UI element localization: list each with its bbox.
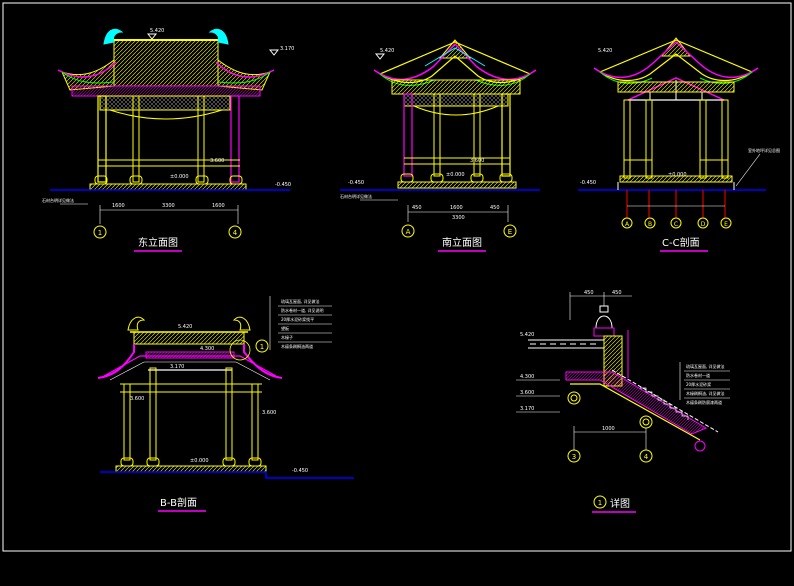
- detail-axis-4: 4: [644, 453, 649, 461]
- svg-text:木椽子: 木椽子: [281, 334, 293, 340]
- south-elevation: 5.420 3.600 ±0.000 -0.450 石材台明详见做法 450 1…: [340, 39, 540, 252]
- svg-text:450: 450: [584, 290, 594, 296]
- svg-text:4.300: 4.300: [520, 374, 534, 380]
- ridge-ornament-right: [208, 28, 229, 45]
- svg-text:-0.450: -0.450: [580, 180, 596, 186]
- svg-text:琉璃瓦屋面, 详见做法: 琉璃瓦屋面, 详见做法: [686, 363, 725, 369]
- detail-callout-number: 1: [260, 343, 264, 351]
- east-axis-4: 4: [233, 229, 238, 237]
- ridge-ornament-left: [103, 28, 124, 45]
- svg-text:望板: 望板: [281, 325, 289, 331]
- svg-text:A: A: [625, 221, 630, 228]
- svg-text:1600: 1600: [450, 205, 463, 211]
- svg-text:20厚水泥砂浆: 20厚水泥砂浆: [686, 381, 711, 387]
- svg-text:防水卷材一道: 防水卷材一道: [686, 372, 710, 378]
- svg-text:3.170: 3.170: [520, 406, 534, 412]
- south-elevation-title: 南立面图: [442, 236, 482, 249]
- svg-text:±0.000: ±0.000: [190, 458, 209, 464]
- svg-text:3.600: 3.600: [262, 410, 276, 416]
- section-bb: 5.420 4.300 3.170 3.600 3.600 ±0.000 -0.…: [97, 296, 354, 512]
- svg-text:±0.000: ±0.000: [446, 172, 465, 178]
- svg-text:1000: 1000: [602, 426, 615, 432]
- detail-title: 详图: [610, 497, 630, 510]
- east-axis-1: 1: [98, 229, 102, 237]
- svg-text:5.420: 5.420: [380, 48, 394, 54]
- section-bb-title: B-B剖面: [160, 496, 197, 509]
- section-cc-note: 室外地坪详见总图: [748, 147, 780, 153]
- east-beam-elev: 3.600: [210, 158, 224, 164]
- east-floor-elev: ±0.000: [170, 174, 189, 180]
- svg-text:3.170: 3.170: [170, 364, 184, 370]
- svg-text:4.300: 4.300: [200, 346, 214, 352]
- detail-1: 450 450 5.420 4.300 3.600 3.170: [516, 290, 730, 513]
- south-total-dim: 3300: [452, 215, 465, 221]
- south-callout: 石材台明详见做法: [340, 193, 372, 199]
- svg-text:-0.450: -0.450: [348, 180, 364, 186]
- detail-axis-3: 3: [572, 453, 576, 461]
- east-callout: 石材台明详见做法: [42, 197, 74, 203]
- svg-text:木椽刷桐油, 详见做法: 木椽刷桐油, 详见做法: [686, 390, 725, 396]
- section-cc: 5.420 -0.450 ±0.000 室外地坪详见总图 A B C D E C…: [578, 37, 780, 252]
- svg-text:防水卷材一道, 详见说明: 防水卷材一道, 详见说明: [281, 307, 324, 313]
- svg-text:20厚水泥砂浆找平: 20厚水泥砂浆找平: [281, 316, 314, 322]
- east-ridge-elev: 5.420: [150, 28, 164, 34]
- east-ground-elev: -0.450: [275, 182, 291, 188]
- section-cc-title: C-C剖面: [662, 236, 700, 249]
- east-elevation: 5.420 3.170 3.600 ±0.000 -0.450 石材台明详见做法…: [42, 28, 294, 252]
- sheet-frame: [2, 2, 792, 552]
- detail-notes: 琉璃瓦屋面, 详见做法 防水卷材一道 20厚水泥砂浆 木椽刷桐油, 详见做法 木…: [684, 363, 730, 405]
- svg-text:D: D: [701, 221, 706, 228]
- svg-text:5.420: 5.420: [178, 324, 192, 330]
- svg-text:木檩条刷桐油两道: 木檩条刷桐油两道: [281, 343, 313, 349]
- svg-text:B: B: [648, 221, 652, 228]
- svg-text:3.600: 3.600: [470, 158, 484, 164]
- axis-bubble: [228, 225, 242, 239]
- svg-text:-0.450: -0.450: [292, 468, 308, 474]
- svg-text:±0.000: ±0.000: [668, 172, 687, 178]
- svg-text:1600: 1600: [112, 203, 125, 209]
- axis-bubble: [93, 225, 107, 239]
- svg-text:琉璃瓦屋面, 详见做法: 琉璃瓦屋面, 详见做法: [281, 298, 320, 304]
- svg-text:3.600: 3.600: [130, 396, 144, 402]
- svg-text:1600: 1600: [212, 203, 225, 209]
- svg-text:3.600: 3.600: [520, 390, 534, 396]
- svg-text:E: E: [724, 221, 728, 228]
- svg-text:450: 450: [412, 205, 422, 211]
- east-eave-elev: 3.170: [280, 46, 294, 52]
- svg-text:木檩条刷防腐漆两道: 木檩条刷防腐漆两道: [686, 399, 722, 405]
- south-axis-a: A: [406, 228, 411, 236]
- south-axis-e: E: [508, 228, 512, 236]
- bb-notes: 琉璃瓦屋面, 详见做法 防水卷材一道, 详见说明 20厚水泥砂浆找平 望板 木椽…: [278, 298, 332, 349]
- east-total-dim: 3300: [162, 203, 175, 209]
- detail-title-number: 1: [598, 499, 602, 507]
- east-elevation-title: 东立面图: [138, 236, 178, 249]
- svg-text:C: C: [674, 221, 678, 228]
- svg-text:5.420: 5.420: [520, 332, 534, 338]
- svg-text:450: 450: [612, 290, 622, 296]
- svg-text:5.420: 5.420: [598, 48, 612, 54]
- svg-text:450: 450: [490, 205, 500, 211]
